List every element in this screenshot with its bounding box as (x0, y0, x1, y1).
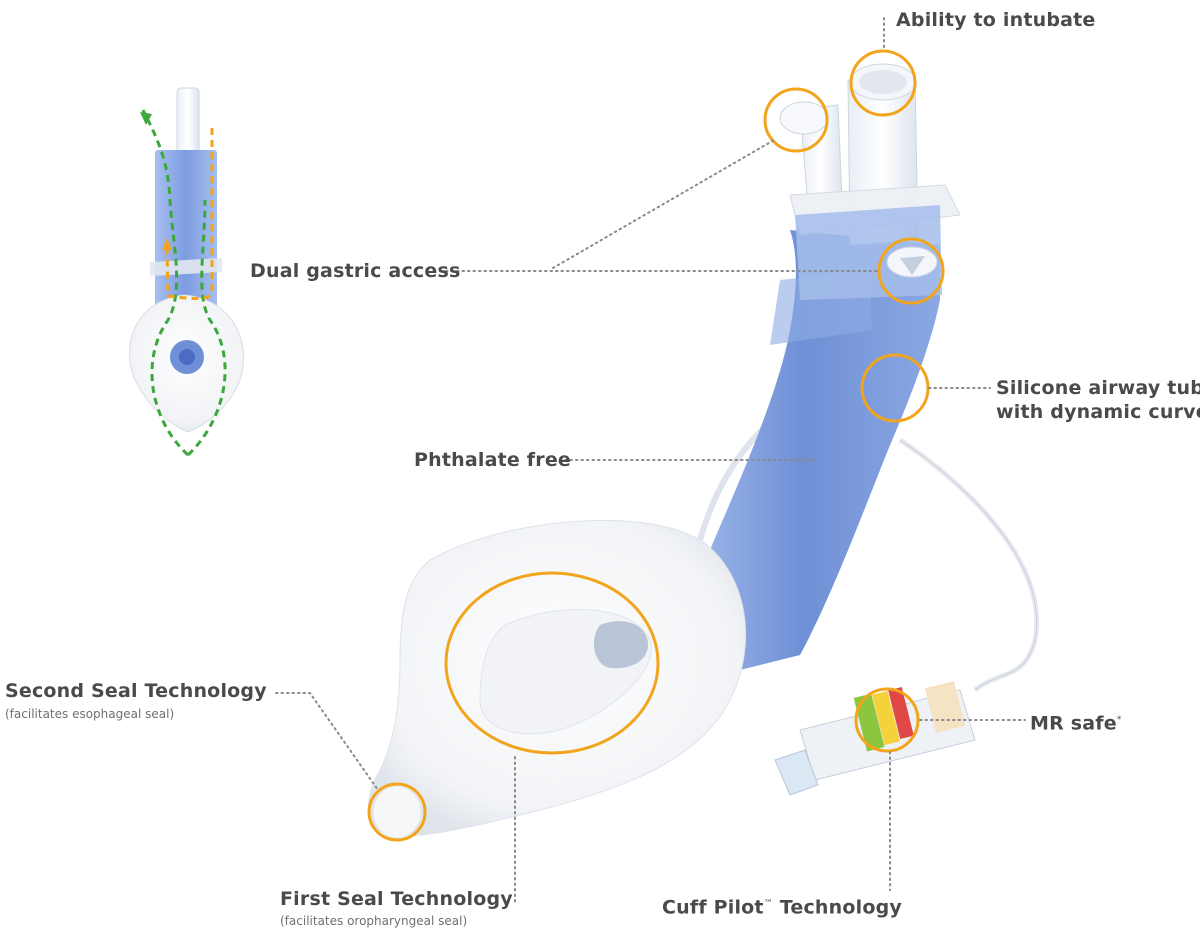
label-silicone-airway-line2: with dynamic curve (996, 401, 1200, 423)
cuff-pilot-rest: Technology (772, 896, 902, 919)
label-silicone-airway-line1: Silicone airway tube (996, 377, 1200, 399)
ring-intubate (849, 49, 917, 117)
leader-second-seal (275, 692, 379, 791)
label-second-seal: Second Seal Technology (5, 680, 267, 702)
label-first-seal-sub: (facilitates oropharyngeal seal) (280, 914, 468, 928)
label-mr-safe: MR safe* (1030, 709, 1122, 735)
flow-schematic (128, 87, 245, 457)
label-second-seal-sub: (facilitates esophageal seal) (5, 707, 175, 721)
label-ability-to-intubate: Ability to intubate (896, 9, 1096, 31)
ring-mr-safe (854, 687, 920, 753)
leader-gastric-port (552, 139, 775, 269)
leader-lines (275, 17, 1026, 906)
mr-safe-mark: * (1116, 715, 1122, 725)
label-dual-gastric-access: Dual gastric access (250, 260, 461, 282)
ring-gastric-drain (877, 237, 945, 305)
mr-safe-text: MR safe (1030, 712, 1117, 735)
label-cuff-pilot: Cuff Pilot™ Technology (662, 893, 902, 919)
cuff-pilot-text: Cuff Pilot (662, 896, 764, 919)
ring-second-seal (367, 782, 427, 842)
label-phthalate-free: Phthalate free (414, 449, 572, 471)
label-first-seal: First Seal Technology (280, 888, 513, 910)
ring-first-seal (444, 571, 660, 755)
ring-gastric-port (763, 87, 829, 153)
cuff-pilot-mark: ™ (763, 899, 773, 909)
airway-device (368, 63, 1040, 839)
